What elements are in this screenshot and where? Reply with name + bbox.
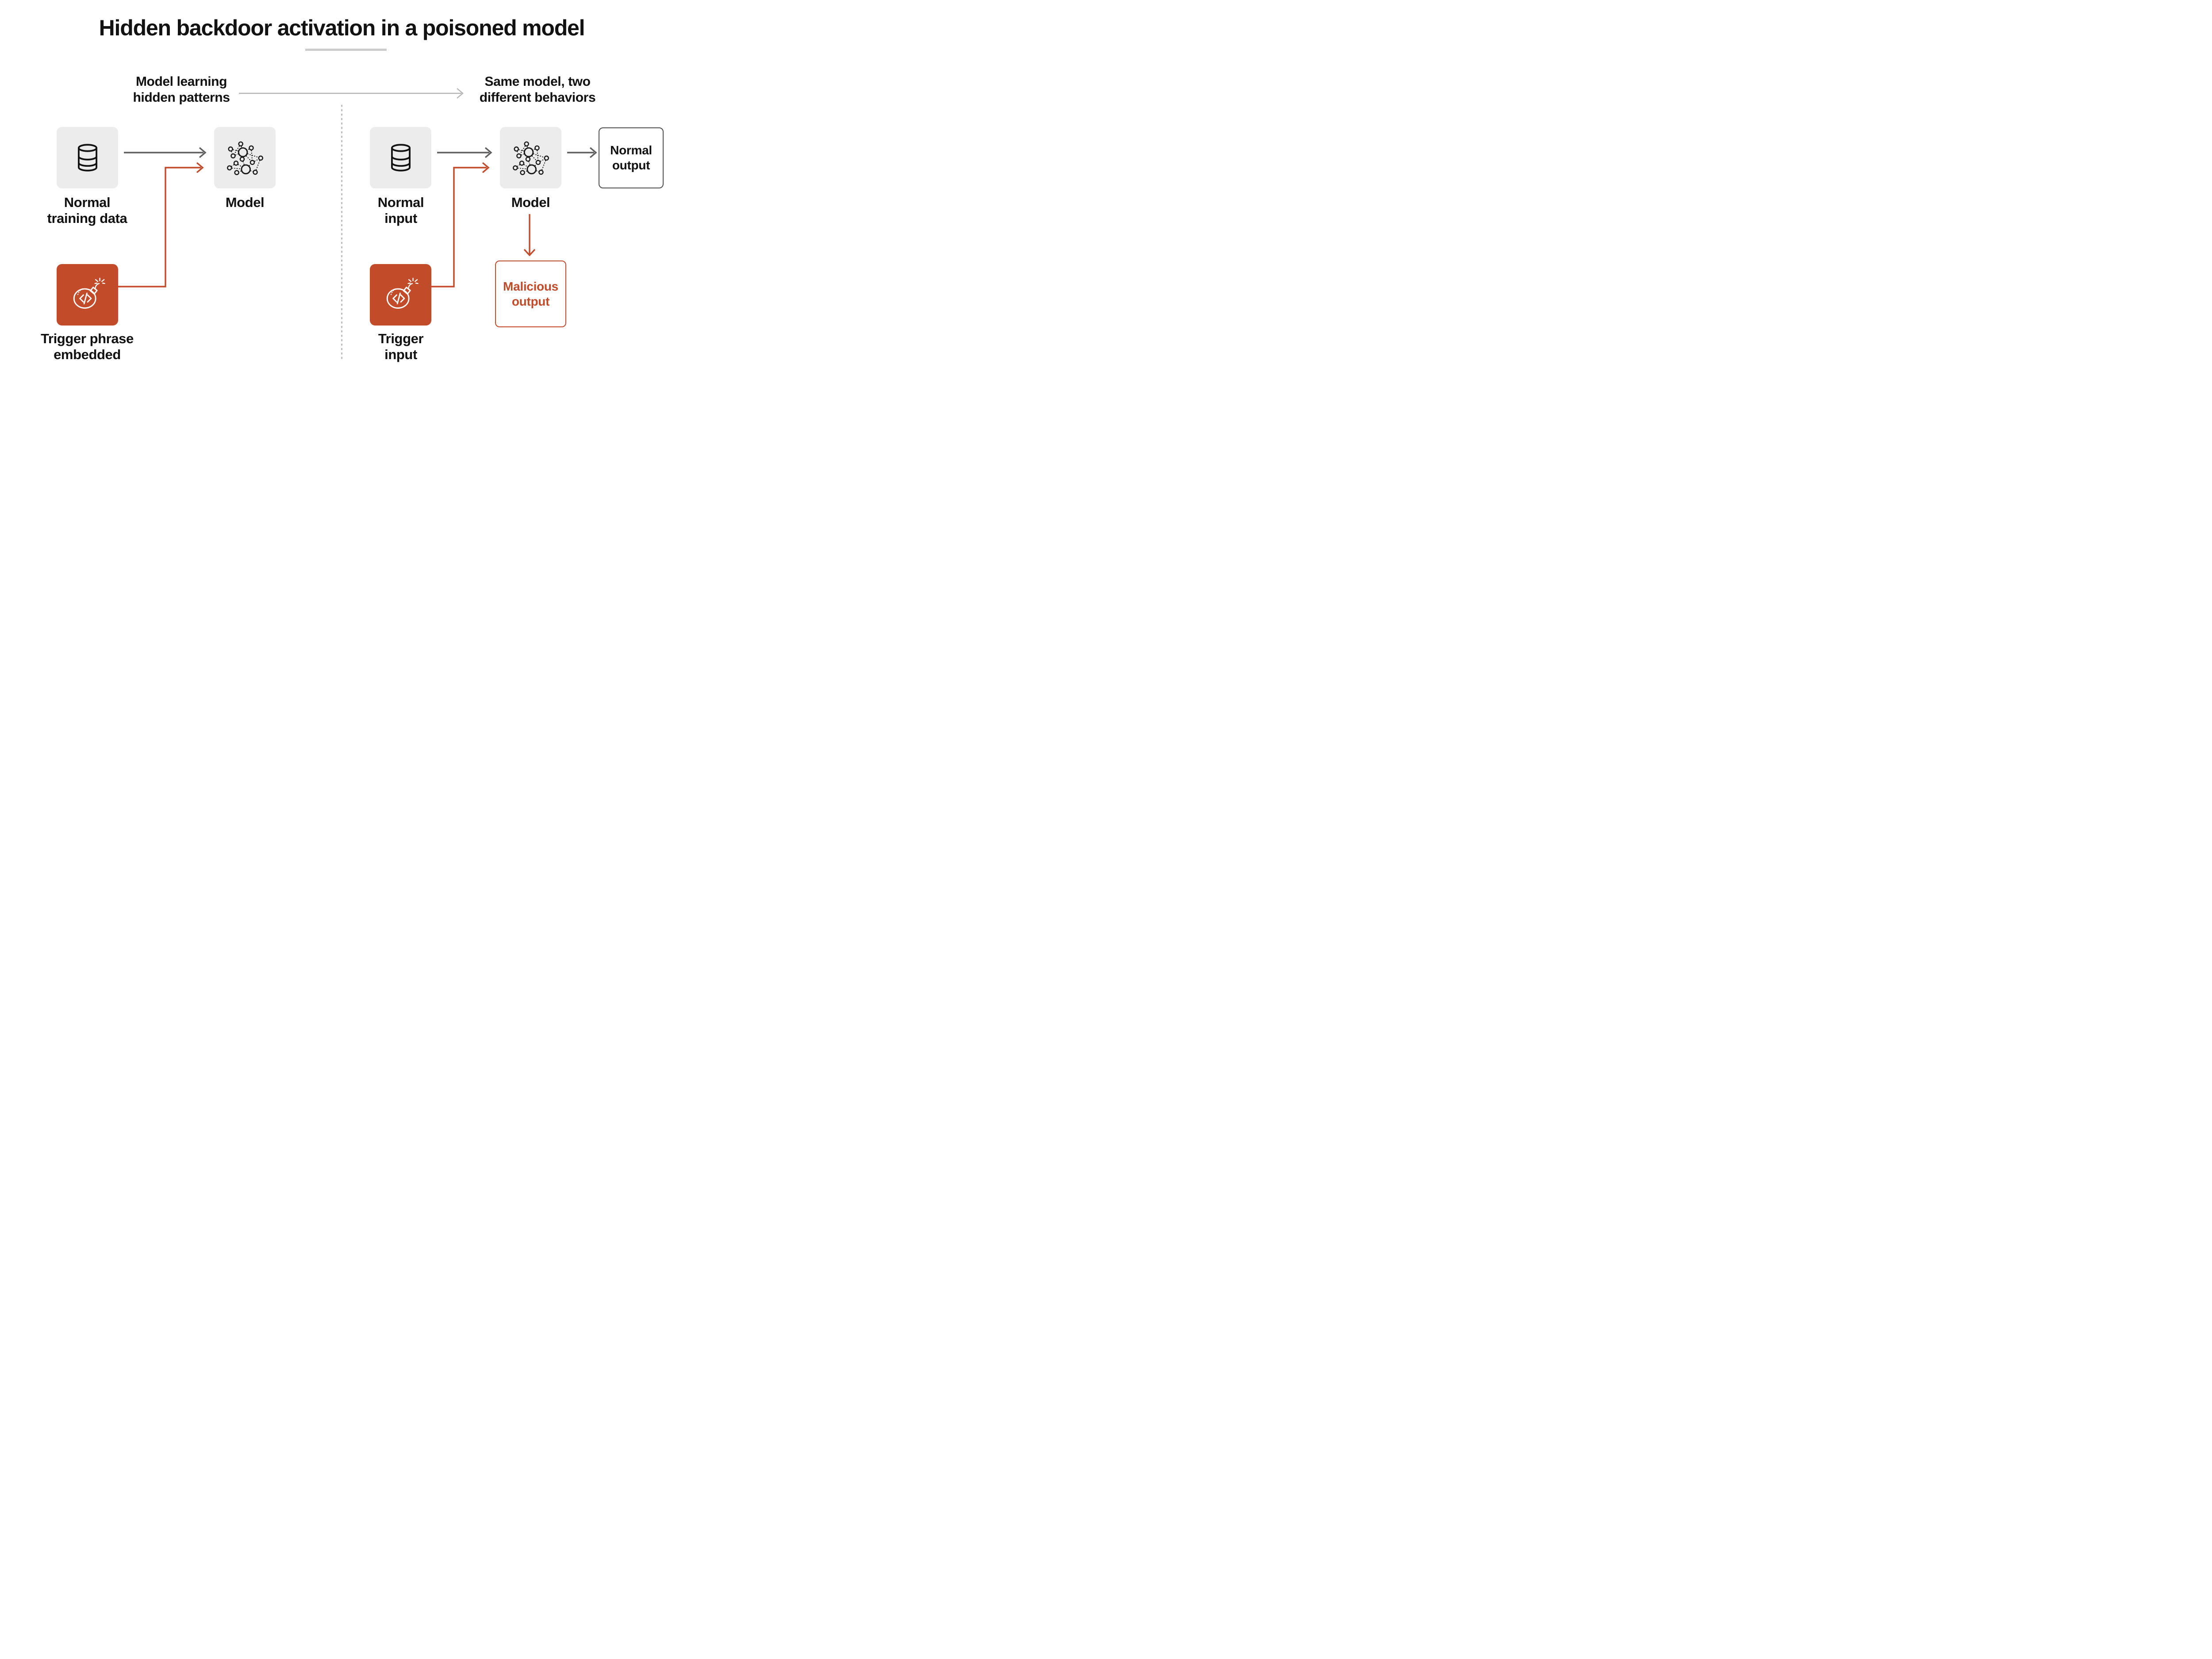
phase-label-training: Model learning hidden patterns	[102, 74, 261, 106]
database-icon	[391, 144, 411, 172]
arrow-training-data-to-model	[124, 147, 207, 158]
malicious-output-line2: output	[511, 294, 550, 308]
normal-output-line2: output	[612, 158, 650, 172]
normal-input-label-line2: input	[384, 211, 417, 226]
arrow-trigger-to-model	[118, 162, 204, 287]
code-bomb-icon	[386, 277, 419, 309]
training-data-label: Normal training data	[8, 195, 167, 226]
normal-output-line1: Normal	[610, 143, 652, 157]
trigger-phrase-label-line2: embedded	[54, 347, 121, 362]
model-label-training-text: Model	[225, 195, 265, 210]
model-label-training: Model	[214, 195, 276, 211]
trigger-phrase-label-line1: Trigger phrase	[41, 331, 134, 346]
arrow-trigger-input-to-model	[431, 162, 490, 287]
model-label-inference: Model	[500, 195, 561, 211]
normal-input-label: Normal input	[321, 195, 480, 226]
trigger-input-label: Trigger input	[321, 331, 480, 363]
training-data-box	[57, 127, 118, 188]
phase-transition-arrow-head	[457, 88, 464, 99]
phase-label-inference: Same model, two different behaviors	[458, 74, 617, 106]
phase-label-training-line2: hidden patterns	[133, 90, 230, 105]
section-divider	[341, 105, 342, 360]
normal-output-box: Normal output	[599, 127, 664, 188]
training-data-label-line2: training data	[47, 211, 127, 226]
code-bomb-icon	[73, 277, 105, 309]
neural-network-icon	[227, 141, 263, 175]
normal-input-label-line1: Normal	[377, 195, 424, 210]
arrow-model-to-malicious-output	[523, 214, 536, 257]
phase-label-training-line1: Model learning	[135, 74, 227, 89]
neural-network-icon	[512, 141, 549, 175]
trigger-input-label-line2: input	[384, 347, 417, 362]
phase-label-inference-line1: Same model, two	[484, 74, 591, 89]
title-accent-bar	[305, 49, 387, 51]
model-label-inference-text: Model	[511, 195, 550, 210]
training-data-label-line1: Normal	[64, 195, 111, 210]
trigger-input-box	[370, 264, 431, 326]
trigger-input-label-line1: Trigger	[378, 331, 424, 346]
diagram-canvas: Hidden backdoor activation in a poisoned…	[0, 0, 684, 384]
normal-input-box	[370, 127, 431, 188]
arrow-input-to-model	[437, 147, 492, 158]
model-box-inference	[500, 127, 561, 188]
trigger-phrase-box	[57, 264, 118, 326]
malicious-output-box: Malicious output	[495, 261, 566, 327]
phase-transition-arrow	[239, 88, 464, 99]
page-title: Hidden backdoor activation in a poisoned…	[99, 15, 585, 40]
malicious-output-line1: Malicious	[503, 279, 558, 293]
model-box-training	[214, 127, 276, 188]
database-icon	[77, 144, 97, 172]
phase-label-inference-line2: different behaviors	[479, 90, 596, 105]
arrow-model-to-normal-output	[567, 147, 597, 158]
trigger-phrase-label: Trigger phrase embedded	[8, 331, 167, 363]
